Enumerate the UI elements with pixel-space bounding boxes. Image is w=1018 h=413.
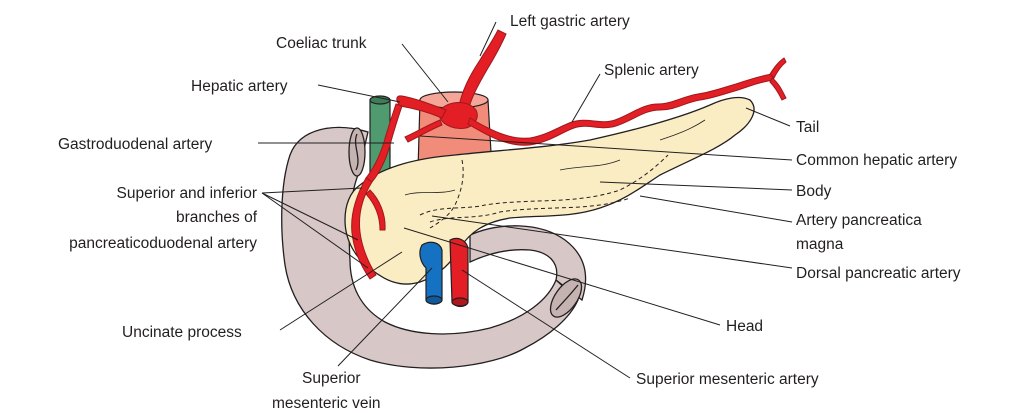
label-hepatic-artery: Hepatic artery: [191, 78, 288, 95]
label-coeliac-trunk: Coeliac trunk: [276, 35, 367, 52]
label-superior-mesenteric-vein-line2: mesenteric vein: [272, 395, 381, 412]
label-superior-mesenteric-artery: Superior mesenteric artery: [636, 371, 819, 388]
label-left-gastric-artery: Left gastric artery: [510, 13, 630, 30]
label-gastroduodenal-artery: Gastroduodenal artery: [58, 136, 212, 153]
label-dorsal-pancreatic-artery: Dorsal pancreatic artery: [796, 265, 961, 282]
label-superior-inferior-line3: pancreaticoduodenal artery: [69, 235, 257, 252]
label-uncinate-process: Uncinate process: [122, 324, 242, 341]
label-head: Head: [726, 318, 763, 335]
label-tail: Tail: [796, 119, 819, 136]
label-superior-mesenteric-vein-line1: Superior: [302, 370, 361, 387]
label-superior-inferior-line2: branches of: [176, 209, 258, 226]
label-common-hepatic-artery: Common hepatic artery: [796, 152, 957, 169]
label-body: Body: [796, 183, 832, 200]
label-artery-pancreatica-line2: magna: [796, 236, 844, 253]
label-splenic-artery: Splenic artery: [604, 62, 699, 79]
label-superior-inferior-line1: Superior and inferior: [117, 185, 257, 202]
label-artery-pancreatica-line1: Artery pancreatica: [796, 212, 922, 229]
